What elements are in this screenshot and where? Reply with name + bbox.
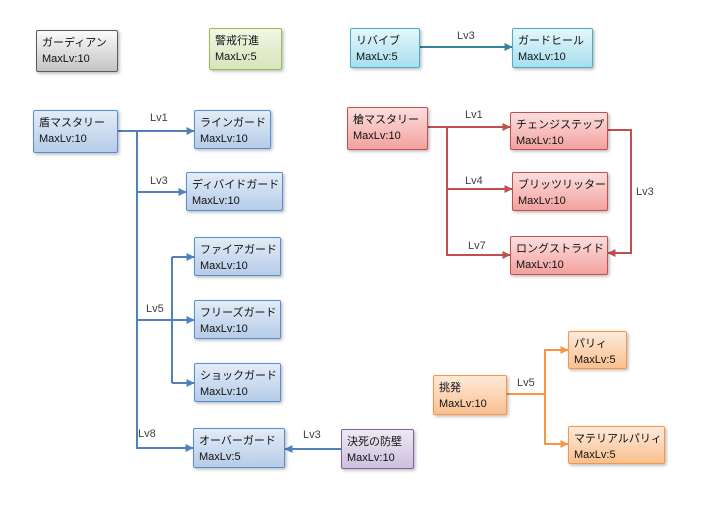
skill-node-guardian: ガーディアン MaxLv:10 xyxy=(36,30,118,72)
level-requirement-label: Lv3 xyxy=(303,429,321,441)
skill-name: ガードヒール xyxy=(518,35,584,47)
skill-node-fire-guard: ファイアガード MaxLv:10 xyxy=(194,237,281,276)
skill-max-level: MaxLv:10 xyxy=(518,195,566,207)
skill-node-line-guard: ラインガード MaxLv:10 xyxy=(194,110,271,149)
level-requirement-label: Lv1 xyxy=(465,109,483,121)
level-requirement-label: Lv5 xyxy=(146,303,164,315)
skill-name: ガーディアン xyxy=(42,37,107,49)
skill-name: フリーズガード xyxy=(200,307,277,319)
skill-max-level: MaxLv:5 xyxy=(574,354,616,366)
skill-max-level: MaxLv:10 xyxy=(200,260,248,272)
level-requirement-label: Lv1 xyxy=(150,112,168,124)
skill-name: チェンジステップ xyxy=(516,119,604,131)
skill-max-level: MaxLv:5 xyxy=(199,451,241,463)
level-requirement-label: Lv3 xyxy=(457,30,475,42)
skill-name: ショックガード xyxy=(200,370,277,382)
skill-name: 盾マスタリー xyxy=(39,117,105,129)
connector xyxy=(428,126,511,259)
skill-name: マテリアルパリィ xyxy=(574,433,662,445)
skill-max-level: MaxLv:10 xyxy=(347,452,395,464)
skill-node-kesshi-bouheki: 決死の防壁 MaxLv:10 xyxy=(341,429,414,469)
skill-node-keikai-koushin: 警戒行進 MaxLv:5 xyxy=(209,28,282,70)
skill-name: パリィ xyxy=(574,338,607,350)
connector xyxy=(607,129,632,257)
skill-node-revive: リバイブ MaxLv:5 xyxy=(350,28,420,68)
skill-max-level: MaxLv:10 xyxy=(192,195,240,207)
skill-name: 挑発 xyxy=(439,382,461,394)
skill-max-level: MaxLv:10 xyxy=(200,386,248,398)
skill-max-level: MaxLv:10 xyxy=(516,135,564,147)
skill-name: オーバーガード xyxy=(199,435,276,447)
skill-node-spear-mastery: 槍マスタリー MaxLv:10 xyxy=(347,107,428,150)
level-requirement-label: Lv5 xyxy=(517,377,535,389)
skill-name: ファイアガード xyxy=(200,244,277,256)
skill-node-blitz-ritter: ブリッツリッター MaxLv:10 xyxy=(512,172,608,211)
skill-node-material-parry: マテリアルパリィ MaxLv:5 xyxy=(568,426,665,464)
skill-max-level: MaxLv:10 xyxy=(518,51,566,63)
skill-node-freeze-guard: フリーズガード MaxLv:10 xyxy=(194,300,281,339)
skill-node-long-stride: ロングストライド MaxLv:10 xyxy=(510,236,608,275)
connector xyxy=(544,394,569,448)
skill-node-over-guard: オーバーガード MaxLv:5 xyxy=(193,428,285,468)
skill-name: ディバイドガード xyxy=(192,179,280,191)
skill-max-level: MaxLv:10 xyxy=(39,133,87,145)
skill-node-chouhatsu: 挑発 MaxLv:10 xyxy=(433,375,507,415)
skill-max-level: MaxLv:5 xyxy=(215,51,257,63)
skill-name: ロングストライド xyxy=(516,243,604,255)
skill-max-level: MaxLv:10 xyxy=(42,53,90,65)
skill-max-level: MaxLv:5 xyxy=(356,51,398,63)
level-requirement-label: Lv8 xyxy=(138,428,156,440)
skill-max-level: MaxLv:10 xyxy=(200,323,248,335)
skill-name: リバイブ xyxy=(356,35,400,47)
skill-max-level: MaxLv:10 xyxy=(200,133,248,145)
skill-node-guard-heal: ガードヒール MaxLv:10 xyxy=(512,28,593,68)
skill-node-change-step: チェンジステップ MaxLv:10 xyxy=(510,112,608,150)
skill-name: 槍マスタリー xyxy=(353,114,419,126)
skill-name: ブリッツリッター xyxy=(518,179,606,191)
skill-node-divide-guard: ディバイドガード MaxLv:10 xyxy=(186,172,283,211)
skill-node-shock-guard: ショックガード MaxLv:10 xyxy=(194,363,281,402)
skill-node-shield-mastery: 盾マスタリー MaxLv:10 xyxy=(33,110,118,153)
skill-max-level: MaxLv:5 xyxy=(574,449,616,461)
skill-name: 警戒行進 xyxy=(215,35,259,47)
level-requirement-label: Lv3 xyxy=(636,186,654,198)
level-requirement-label: Lv7 xyxy=(468,240,486,252)
skill-name: 決死の防壁 xyxy=(347,436,402,448)
level-requirement-label: Lv4 xyxy=(465,175,483,187)
skill-max-level: MaxLv:10 xyxy=(439,398,487,410)
skill-node-parry: パリィ MaxLv:5 xyxy=(568,331,627,369)
level-requirement-label: Lv3 xyxy=(150,175,168,187)
skill-max-level: MaxLv:10 xyxy=(516,259,564,271)
skill-max-level: MaxLv:10 xyxy=(353,130,401,142)
connector xyxy=(544,346,569,394)
skill-name: ラインガード xyxy=(200,117,266,129)
